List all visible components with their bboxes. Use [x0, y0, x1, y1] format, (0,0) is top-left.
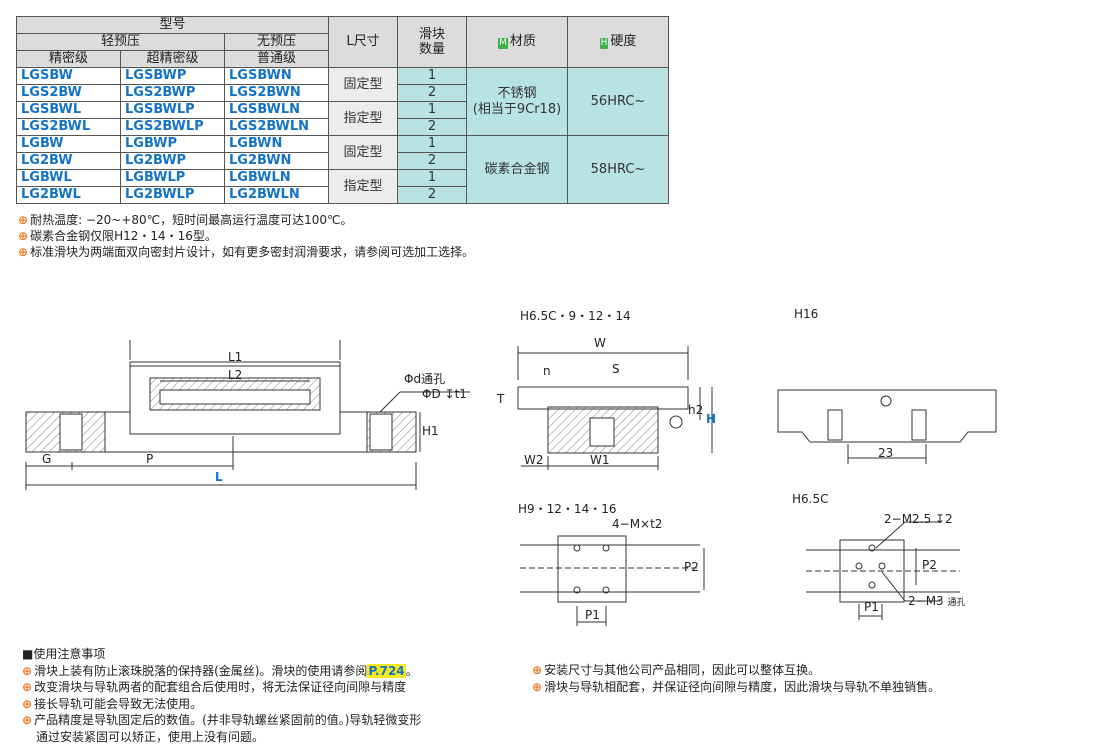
dim-label: ΦD ↧t1 — [422, 387, 467, 401]
caution-icon: ⊕ — [22, 663, 33, 678]
dim-label: L — [215, 470, 223, 484]
dim-label: G — [42, 452, 52, 466]
dim-label: W1 — [590, 453, 610, 467]
dim-label: 2−M2.5 ↧2 — [884, 512, 953, 526]
slider-qty: 2 — [397, 84, 467, 102]
caution-icon: ⊕ — [532, 663, 543, 677]
dim-label: P1 — [585, 608, 600, 622]
usage-item: ⊕安装尺寸与其他公司产品相同，因此可以整体互换。 — [532, 663, 821, 677]
dim-label: W — [594, 336, 606, 350]
dim-label: L1 — [228, 350, 243, 364]
table-row: LGBWL LGBWLP LGBWLN 指定型 1 — [16, 169, 669, 204]
table-row: LGBW LGBWP LGBWN 固定型 1 碳素合金钢 58HRC~ — [16, 135, 669, 204]
hardness-58: 58HRC~ — [567, 135, 669, 204]
side-view-drawing — [25, 340, 470, 490]
slider-qty: 1 — [397, 169, 467, 187]
caution-icon: ⊕ — [18, 245, 29, 259]
note-item: ⊕碳素合金钢仅限H12・14・16型。 — [18, 229, 217, 243]
caution-icon: ⊕ — [22, 713, 33, 727]
model-code: LGS2BWP — [120, 84, 225, 102]
dim-label: L2 — [228, 368, 243, 382]
h16-view-drawing — [777, 389, 997, 464]
caution-icon: ⊕ — [22, 680, 33, 694]
header-no-preload: 无预压 — [224, 33, 329, 51]
model-code: LG2BWLN — [224, 186, 329, 204]
slider-qty: 2 — [397, 186, 467, 204]
model-code: LG2BWLP — [120, 186, 225, 204]
h65c-top-view-drawing — [806, 521, 960, 620]
front-view-drawing — [517, 346, 713, 470]
caution-icon: ⊕ — [22, 696, 33, 711]
model-code: LG2BWL — [16, 186, 121, 204]
header-normal: 普通级 — [224, 50, 329, 68]
m-badge-icon: M — [498, 38, 508, 49]
table-row: LGS2BW LGS2BWP LGS2BWN 2 — [16, 84, 669, 102]
dim-label: S — [612, 362, 620, 376]
table-row: LG2BWL LG2BWLP LG2BWLN 2 — [16, 186, 669, 204]
dim-label: P2 — [684, 560, 699, 574]
drawing-title: H9・12・14・16 — [518, 502, 617, 516]
usage-notes-right: ⊕安装尺寸与其他公司产品相同，因此可以整体互换。 ⊕滑块与导轨相配套，并保证径向… — [532, 662, 940, 695]
slider-qty: 1 — [397, 135, 467, 153]
model-code: LGSBWLP — [120, 101, 225, 119]
dim-label: P1 — [864, 600, 879, 614]
drawing-title: H16 — [794, 307, 819, 321]
dim-label: h2 — [688, 403, 704, 417]
usage-item-continuation: 通过安装紧固可以矫正，使用上没有问题。 — [36, 729, 265, 744]
model-code: LGS2BWL — [16, 118, 121, 136]
dim-label: P2 — [922, 558, 937, 572]
model-code: LGBWLN — [224, 169, 329, 187]
slider-qty: 2 — [397, 118, 467, 136]
dim-label: W2 — [524, 453, 544, 467]
drawing-title: H6.5C — [792, 492, 829, 506]
dim-label: H — [706, 412, 717, 426]
usage-title: ■使用注意事项 — [22, 647, 106, 661]
usage-item: ⊕接长导轨可能会导致无法使用。 — [22, 696, 203, 711]
model-code: LGBWN — [224, 135, 329, 153]
usage-item: ⊕滑块上装有防止滚珠脱落的保持器(金属丝)。滑块的使用请参阅P.724。 — [22, 663, 418, 678]
dim-label: n — [543, 364, 551, 378]
dim-label: 4−M×t2 — [612, 517, 663, 531]
h-badge-icon: H — [599, 38, 609, 49]
drawing-title: H6.5C・9・12・14 — [520, 309, 631, 323]
slider-qty: 1 — [397, 67, 467, 85]
lsize-fixed: 固定型 — [328, 135, 398, 170]
note-item: ⊕标准滑块为两端面双向密封片设计，如有更多密封润滑要求，请参阅可选加工选择。 — [18, 245, 475, 259]
table-row: LGS2BWL LGS2BWLP LGS2BWLN 2 — [16, 118, 669, 136]
dim-label: H1 — [422, 424, 439, 438]
lsize-specified: 指定型 — [328, 169, 398, 204]
material-stainless: 不锈钢(相当于9Cr18) — [466, 67, 568, 136]
h9-top-view-drawing — [520, 535, 705, 626]
table-notes: ⊕耐热温度: −20~+80℃，短时间最高运行温度可达100℃。 ⊕碳素合金钢仅… — [18, 212, 474, 260]
caution-icon: ⊕ — [532, 679, 543, 694]
dim-label: T — [497, 392, 505, 406]
caution-icon: ⊕ — [18, 213, 29, 227]
caution-icon: ⊕ — [18, 229, 29, 243]
usage-notes-left: ■使用注意事项 ⊕滑块上装有防止滚珠脱落的保持器(金属丝)。滑块的使用请参阅P.… — [22, 646, 421, 745]
dim-label: P — [146, 452, 154, 466]
page-reference-link[interactable]: P.724 — [367, 663, 406, 678]
dim-label: Φd通孔 — [404, 372, 446, 386]
model-code: LGSBWL — [16, 101, 121, 119]
usage-item: ⊕滑块与导轨相配套，并保证径向间隙与精度，因此滑块与导轨不单独销售。 — [532, 679, 941, 694]
header-qty: 滑块 数量 — [397, 16, 467, 68]
dim-label: 2−M3 通孔 — [908, 594, 966, 608]
header-model: 型号 — [16, 16, 329, 34]
material-carbon: 碳素合金钢 — [466, 135, 568, 204]
usage-item: ⊕改变滑块与导轨两者的配套组合后使用时，将无法保证径向间隙与精度 — [22, 680, 407, 694]
header-super-precision: 超精密级 — [120, 50, 225, 68]
note-item: ⊕耐热温度: −20~+80℃，短时间最高运行温度可达100℃。 — [18, 213, 353, 227]
model-code: LGS2BWLP — [120, 118, 225, 136]
dim-label: 23 — [878, 446, 894, 460]
model-code: LGSBWN — [224, 67, 329, 85]
usage-item: ⊕产品精度是导轨固定后的数值。(并非导轨螺丝紧固前的值。)导轨轻微变形 — [22, 713, 422, 727]
